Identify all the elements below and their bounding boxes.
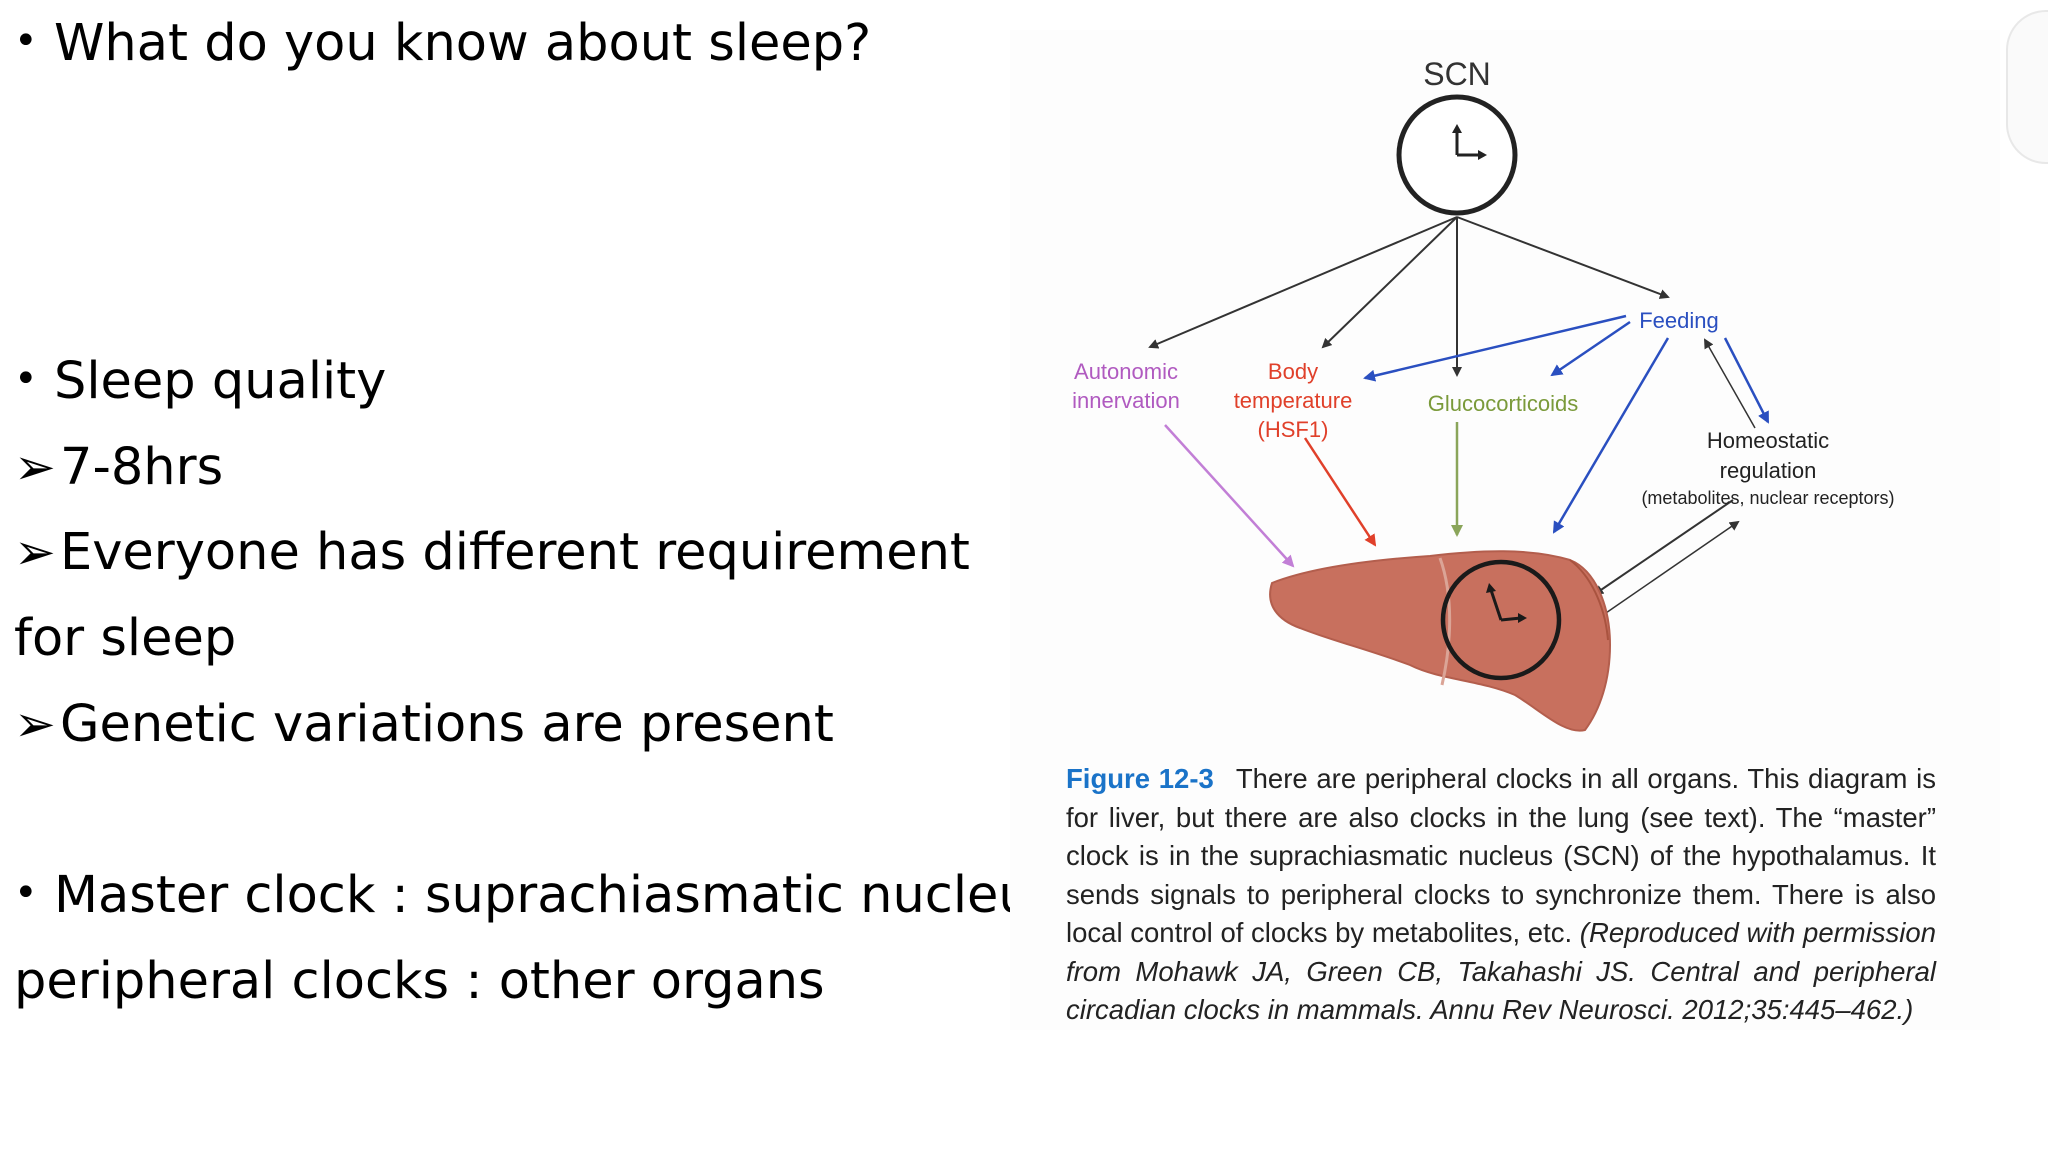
body-label: Body [1268,359,1318,384]
bullet-dot: • [14,870,38,916]
requirement-text: Everyone has different requirement [60,523,970,582]
feeding-arrows [1363,314,1770,534]
bullet-question: •What do you know about sleep? [14,18,871,69]
slide-text: •What do you know about sleep? •Sleep qu… [0,0,1057,1152]
homeostatic-label: Homeostatic [1707,428,1829,453]
liver-illustration [1269,550,1612,732]
figure-label: Figure 12-3 [1066,763,1214,794]
bullet-sleep-quality: •Sleep quality [14,356,386,407]
body-label-2: temperature [1234,388,1353,413]
arrow-bullet-icon: ➢ [14,523,56,581]
arrow-bullet-icon: ➢ [14,695,56,753]
sub-bullet-genetic: ➢Genetic variations are present [14,699,834,750]
scn-label: SCN [1423,56,1491,92]
homeostatic-to-feeding-arrow [1704,338,1756,429]
scn-output-arrows [1148,216,1670,377]
temperature-arrow [1303,437,1377,547]
corner-shape [2006,10,2048,164]
liver-to-homeostatic-arrow [1602,520,1740,616]
peripheral-clocks-line: peripheral clocks : other organs [14,956,825,1007]
autonomic-arrow [1164,424,1295,568]
feeding-label: Feeding [1639,308,1719,333]
hours-text: 7-8hrs [60,438,224,497]
homeostatic-label-3: (metabolites, nuclear receptors) [1641,488,1894,508]
body-label-3: (HSF1) [1258,417,1329,442]
arrow-bullet-icon: ➢ [14,438,56,496]
bullet-dot: • [14,18,38,64]
scn-clock-icon [1396,94,1518,216]
master-clock-text: Master clock : suprachiasmatic nucleus [54,866,1058,925]
sub-bullet-hours: ➢7-8hrs [14,442,223,493]
homeostatic-to-liver-arrow [1593,499,1734,596]
bullet-master-clock: •Master clock : suprachiasmatic nucleus [14,870,1057,921]
homeostatic-label-2: regulation [1720,458,1817,483]
requirement-text-2: for sleep [14,609,237,668]
genetic-text: Genetic variations are present [60,695,834,754]
peripheral-text: peripheral clocks : other organs [14,952,825,1011]
figure-panel: SCN Auto [1010,30,2000,1030]
glucocorticoids-label: Glucocorticoids [1428,391,1578,416]
question-text: What do you know about sleep? [54,14,872,73]
caption-reproduced: (Reproduced with permission from Mohawk … [1066,917,1936,1025]
bullet-dot: • [14,356,38,402]
circadian-diagram: SCN Auto [1072,56,1895,732]
requirement-continued: for sleep [14,613,236,664]
autonomic-label: Autonomic [1074,359,1178,384]
liver-clock-icon [1440,559,1562,681]
sub-bullet-requirement: ➢Everyone has different requirement [14,527,970,578]
autonomic-label-2: innervation [1072,388,1180,413]
sleep-quality-text: Sleep quality [54,352,387,411]
caption-body: There are peripheral clocks in all organ… [1066,763,1936,948]
